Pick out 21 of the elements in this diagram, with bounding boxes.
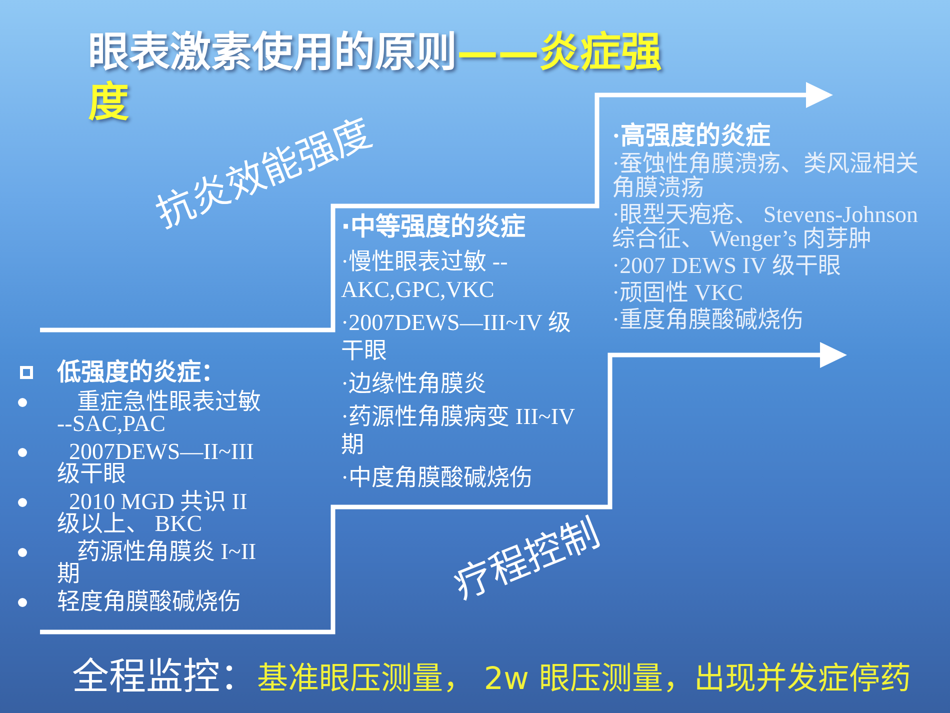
list-heading: 低强度的炎症： [57,358,226,386]
list-item: ·蚕蚀性角膜溃疡、类风湿相关角膜溃疡 [612,152,920,200]
list-item: 2010 MGD 共识 II 级以上、 BKC [57,491,248,535]
note-text: 基准眼压测量， 2w 眼压测量，出现并发症停药 [257,661,911,697]
list-item: ·边缘性角膜炎 [341,370,488,398]
list-item: ·药源性角膜病变 III~IV 期 [341,403,576,459]
note-label: 全程监控： [72,655,257,698]
list-item: ·慢性眼表过敏 -- AKC,GPC,VKC [341,248,509,304]
list-item: ·眼型天疱疮、 Stevens-Johnson 综合征、 Wenger’s 肉芽肿 [612,203,920,251]
list-item: ·重度角膜酸碱烧伤 [612,308,805,332]
list-item: ·中度角膜酸碱烧伤 [341,464,534,492]
list-item: ·2007DEWS—III~IV 级干眼 [341,309,572,365]
list-item: ·顽固性 VKC [612,281,744,305]
list-item: 轻度角膜酸碱烧伤 [57,591,242,613]
list-item: ·2007 DEWS IV 级干眼 [612,254,842,278]
list-item: 重症急性眼表过敏 --SAC,PAC [57,391,262,435]
list-heading: ·中等强度的炎症 [341,212,526,242]
list-heading: ·高强度的炎症 [612,122,772,152]
list-item: 药源性角膜炎 I~II 期 [57,541,258,585]
rotated-label: 疗程控制 [448,512,606,608]
list-item: 2007DEWS—II~III 级干眼 [57,441,255,485]
